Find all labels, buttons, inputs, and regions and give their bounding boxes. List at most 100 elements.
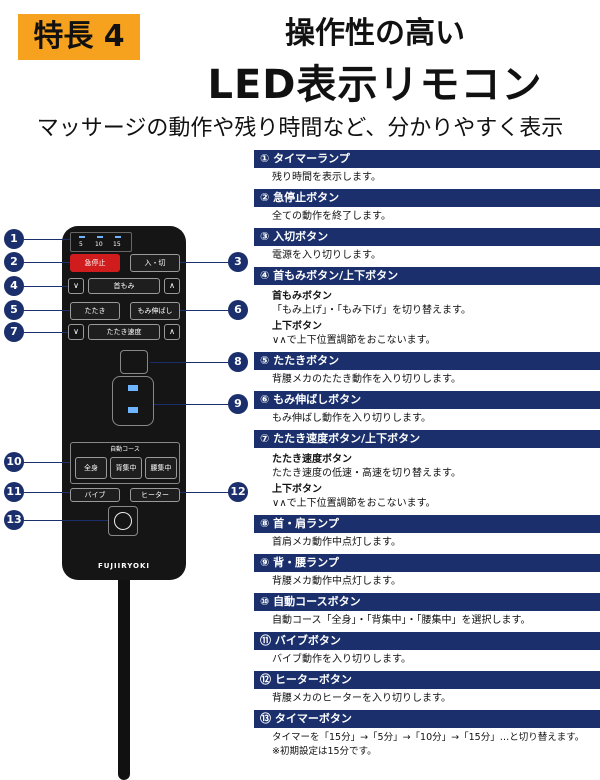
stop-button[interactable]: 急停止 — [70, 254, 120, 272]
timer-lamp-number: 10 — [95, 241, 103, 248]
section-body: 背腰メカ動作中点灯します。 — [254, 572, 600, 593]
brand-logo: FUJIIRYOKI — [97, 562, 151, 570]
section-6: ⑥ もみ伸ばしボタン もみ伸ばし動作を入り切りします。 — [254, 391, 600, 430]
section-heading: ⑧ 首・肩ランプ — [254, 515, 600, 533]
down-up-icon: ∨∧ — [272, 498, 287, 509]
section-4: ④ 首もみボタン/上下ボタン 首もみボタン 「もみ上げ」・「もみ下げ」を切り替え… — [254, 267, 600, 352]
section-body: 背腰メカのたたき動作を入り切りします。 — [254, 370, 600, 391]
neck-shoulder-lamp — [120, 350, 148, 374]
sub-title: 上下ボタン — [272, 484, 322, 495]
timer-lamp-number: 15 — [113, 241, 121, 248]
section-body: たたき速度ボタン たたき速度の低速・高速を切り替えます。 上下ボタン ∨∧で上下… — [254, 448, 600, 515]
vibe-button[interactable]: バイブ — [70, 488, 120, 502]
callout-line — [150, 362, 228, 363]
callout-13: 13 — [4, 510, 24, 530]
callout-line — [24, 492, 70, 493]
section-body: バイブ動作を入り切りします。 — [254, 650, 600, 671]
section-body: 首もみボタン 「もみ上げ」・「もみ下げ」を切り替えます。 上下ボタン ∨∧で上下… — [254, 285, 600, 352]
down-up-icon: ∨∧ — [272, 335, 287, 346]
sub-body: タイマーを「15分」→「5分」→「10分」→「15分」…と切り替えます。 — [272, 732, 585, 743]
speed-up-button[interactable]: ∧ — [164, 324, 180, 340]
section-heading: ③ 入切ボタン — [254, 228, 600, 246]
sub-title: 上下ボタン — [272, 321, 322, 332]
callout-7: 7 — [4, 322, 24, 342]
section-body: もみ伸ばし動作を入り切りします。 — [254, 409, 600, 430]
momi-nobashi-button[interactable]: もみ伸ばし — [130, 302, 180, 320]
course-button-koshi[interactable]: 腰集中 — [145, 457, 177, 479]
speed-down-button[interactable]: ∨ — [68, 324, 84, 340]
section-body: 背腰メカのヒーターを入り切りします。 — [254, 689, 600, 710]
callout-line — [154, 404, 228, 405]
sub-body-row: ∨∧で上下位置調節をおこないます。 — [272, 334, 600, 348]
neck-button[interactable]: 首もみ — [88, 278, 160, 294]
section-12: ⑫ ヒーターボタン 背腰メカのヒーターを入り切りします。 — [254, 671, 600, 710]
timer-button[interactable] — [108, 506, 138, 536]
section-9: ⑨ 背・腰ランプ 背腰メカ動作中点灯します。 — [254, 554, 600, 593]
callout-line — [24, 520, 108, 521]
callout-line — [180, 262, 228, 263]
callout-11: 11 — [4, 482, 24, 502]
note: ※初期設定は15分です。 — [272, 746, 377, 757]
section-heading: ⑬ タイマーボタン — [254, 710, 600, 728]
neck-up-button[interactable]: ∧ — [164, 278, 180, 294]
callout-4: 4 — [4, 276, 24, 296]
callout-3: 3 — [228, 252, 248, 272]
section-body: タイマーを「15分」→「5分」→「10分」→「15分」…と切り替えます。 ※初期… — [254, 728, 600, 763]
section-8: ⑧ 首・肩ランプ 首肩メカ動作中点灯します。 — [254, 515, 600, 554]
callout-10: 10 — [4, 452, 24, 472]
tataki-button[interactable]: たたき — [70, 302, 120, 320]
callout-line — [180, 310, 228, 311]
section-5: ⑤ たたきボタン 背腰メカのたたき動作を入り切りします。 — [254, 352, 600, 391]
callout-8: 8 — [228, 352, 248, 372]
section-13: ⑬ タイマーボタン タイマーを「15分」→「5分」→「10分」→「15分」…と切… — [254, 710, 600, 763]
callout-1: 1 — [4, 229, 24, 249]
callout-line — [24, 310, 70, 311]
sub-title: たたき速度ボタン — [272, 454, 352, 465]
timer-lamp — [79, 236, 85, 238]
section-11: ⑪ バイブボタン バイブ動作を入り切りします。 — [254, 632, 600, 671]
heater-button[interactable]: ヒーター — [130, 488, 180, 502]
back-lamp-light — [128, 385, 138, 391]
callout-5: 5 — [4, 300, 24, 320]
sub-body: たたき速度の低速・高速を切り替えます。 — [272, 468, 461, 479]
sub-title: 首もみボタン — [272, 291, 332, 302]
callout-6: 6 — [228, 300, 248, 320]
callout-line — [24, 462, 70, 463]
section-10: ⑩ 自動コースボタン 自動コース「全身」・「背集中」・「腰集中」を選択します。 — [254, 593, 600, 632]
clock-icon — [114, 512, 132, 530]
callout-12: 12 — [228, 482, 248, 502]
course-button-zenshin[interactable]: 全身 — [75, 457, 107, 479]
section-heading: ⑤ たたきボタン — [254, 352, 600, 370]
section-heading: ④ 首もみボタン/上下ボタン — [254, 267, 600, 285]
section-heading: ⑥ もみ伸ばしボタン — [254, 391, 600, 409]
section-1: ① タイマーランプ 残り時間を表示します。 — [254, 150, 600, 189]
title-line-2: LED表示リモコン — [207, 62, 543, 108]
neck-down-button[interactable]: ∨ — [68, 278, 84, 294]
callout-line — [24, 239, 70, 240]
course-box: 自動コース 全身 背集中 腰集中 — [70, 442, 180, 484]
section-body: 電源を入り切りします。 — [254, 246, 600, 267]
remote-control: 5 10 15 急停止 入・切 ∨ 首もみ ∧ たたき もみ伸ばし ∨ たたき速… — [62, 226, 186, 580]
sub-body-row: ∨∧で上下位置調節をおこないます。 — [272, 497, 600, 511]
callout-line — [24, 332, 68, 333]
subtitle: マッサージの動作や残り時間など、分かりやすく表示 — [36, 116, 564, 141]
section-body: 首肩メカ動作中点灯します。 — [254, 533, 600, 554]
section-3: ③ 入切ボタン 電源を入り切りします。 — [254, 228, 600, 267]
remote-cable — [118, 570, 130, 780]
sub-body: で上下位置調節をおこないます。 — [286, 335, 436, 346]
section-heading: ① タイマーランプ — [254, 150, 600, 168]
callout-9: 9 — [228, 394, 248, 414]
sub-body: で上下位置調節をおこないます。 — [286, 498, 436, 509]
timer-lamp — [115, 236, 121, 238]
callout-line — [24, 262, 70, 263]
course-title: 自動コース — [110, 446, 140, 453]
sub-body: 「もみ上げ」・「もみ下げ」を切り替えます。 — [272, 305, 471, 316]
section-7: ⑦ たたき速度ボタン/上下ボタン たたき速度ボタン たたき速度の低速・高速を切り… — [254, 430, 600, 515]
speed-button[interactable]: たたき速度 — [88, 324, 160, 340]
timer-lamp — [97, 236, 103, 238]
course-button-se[interactable]: 背集中 — [110, 457, 142, 479]
callout-2: 2 — [4, 252, 24, 272]
power-button[interactable]: 入・切 — [130, 254, 180, 272]
description-panel: ① タイマーランプ 残り時間を表示します。 ② 急停止ボタン 全ての動作を終了し… — [254, 150, 600, 763]
back-waist-lamp — [112, 376, 154, 426]
